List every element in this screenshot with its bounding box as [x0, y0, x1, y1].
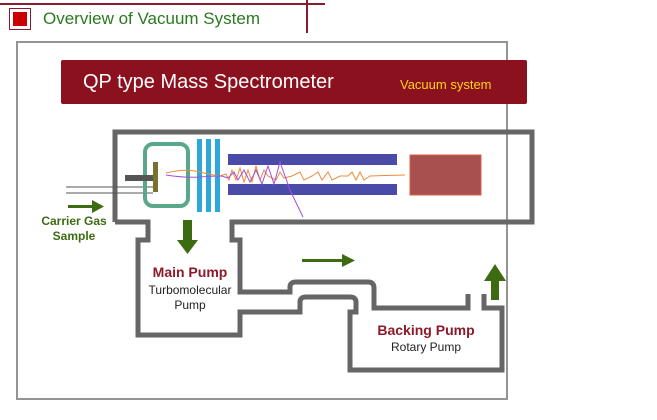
quadrupole-rod-top [228, 154, 397, 165]
detector [409, 154, 482, 196]
carrier-gas-label-line1: Carrier Gas [41, 214, 107, 228]
backing-pump-type: Rotary Pump [390, 340, 462, 354]
banner-title: QP type Mass Spectrometer [83, 71, 334, 93]
lens-2 [206, 139, 211, 212]
ion-trajectory-orange [165, 164, 406, 184]
chamber-outline [112, 129, 535, 311]
carrier-gas-label: Carrier Gas Sample [34, 214, 114, 244]
lens-1 [197, 139, 202, 212]
diagram-banner: QP type Mass Spectrometer Vacuum system [61, 60, 527, 104]
main-pump-left-wall [115, 219, 505, 373]
red-square-icon [9, 8, 31, 30]
repeller [153, 162, 158, 192]
transfer-arrow [302, 254, 355, 267]
top-rule [0, 3, 325, 5]
carrier-gas-arrow [68, 200, 104, 213]
top-divider [306, 0, 308, 33]
quadrupole-rod-bottom [228, 184, 397, 195]
main-pump-type: Turbomolecular Pump [134, 283, 246, 313]
carrier-gas-label-line2: Sample [52, 229, 96, 243]
main-pump-type-line2: Pump [174, 298, 206, 312]
exhaust-up-arrow [484, 264, 506, 300]
main-pump-title: Main Pump [152, 264, 228, 280]
ion-trajectory-purple [165, 160, 304, 218]
section-title: Overview of Vacuum System [43, 9, 260, 28]
filament-holder [125, 175, 155, 181]
banner-subtitle: Vacuum system [400, 77, 492, 92]
main-pump-type-line1: Turbomolecular [148, 283, 232, 297]
backing-pump-title: Backing Pump [377, 322, 475, 338]
main-pump-down-arrow [177, 220, 198, 254]
